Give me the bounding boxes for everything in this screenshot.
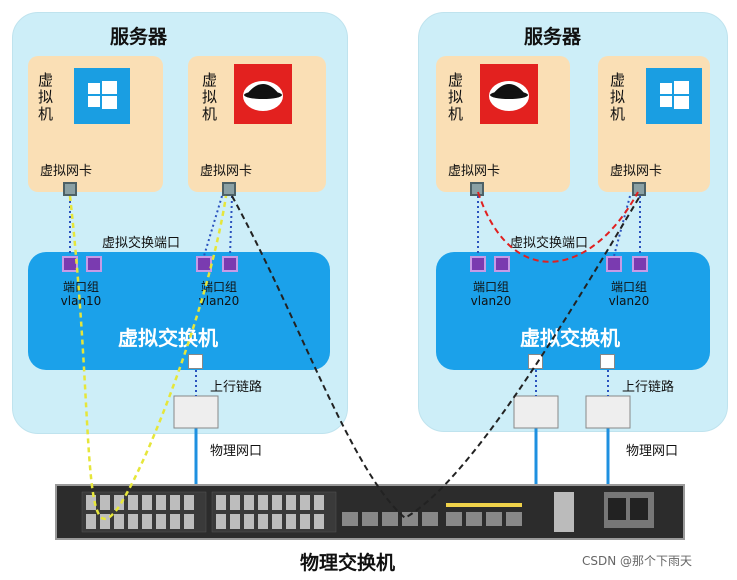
server-title-left: 服务器: [110, 26, 168, 48]
server-title-right: 服务器: [524, 26, 582, 48]
vm-label: 虚拟机: [202, 71, 218, 123]
virtual-nic-port: [632, 182, 646, 196]
virtual-nic-port: [470, 182, 484, 196]
redhat-logo-icon: [234, 64, 292, 124]
uplink-port: [528, 354, 543, 369]
virtual-nic-port: [63, 182, 77, 196]
port-group-port: [470, 256, 486, 272]
redhat-logo-icon: [480, 64, 538, 124]
uplink-label: 上行链路: [210, 380, 263, 395]
port-group-port: [222, 256, 238, 272]
vswitch-port-label: 虚拟交换端口: [510, 236, 589, 251]
vswitch-label: 虚拟交换机: [520, 326, 620, 350]
nic-label: 虚拟网卡: [610, 164, 663, 179]
vm-label: 虚拟机: [38, 71, 54, 123]
uplink-port: [600, 354, 615, 369]
virtual-nic-port: [222, 182, 236, 196]
windows-logo-icon: [646, 68, 702, 124]
port-group-port: [632, 256, 648, 272]
nic-label: 虚拟网卡: [200, 164, 253, 179]
port-group-port: [606, 256, 622, 272]
uplink-port: [188, 354, 203, 369]
port-group-port: [494, 256, 510, 272]
uplink-label: 上行链路: [622, 380, 675, 395]
vswitch-port-label: 虚拟交换端口: [102, 236, 181, 251]
port-group-port: [62, 256, 78, 272]
nic-label: 虚拟网卡: [40, 164, 93, 179]
vm-label: 虚拟机: [448, 71, 464, 123]
watermark: CSDN @那个下雨天: [582, 554, 693, 568]
windows-logo-icon: [74, 68, 130, 124]
physical-switch-label: 物理交换机: [300, 552, 396, 574]
vm-label: 虚拟机: [610, 71, 626, 123]
physical-port-label: 物理网口: [626, 444, 679, 459]
vswitch-label: 虚拟交换机: [118, 326, 218, 350]
nic-label: 虚拟网卡: [448, 164, 501, 179]
port-group-port: [86, 256, 102, 272]
physical-port-label: 物理网口: [210, 444, 263, 459]
